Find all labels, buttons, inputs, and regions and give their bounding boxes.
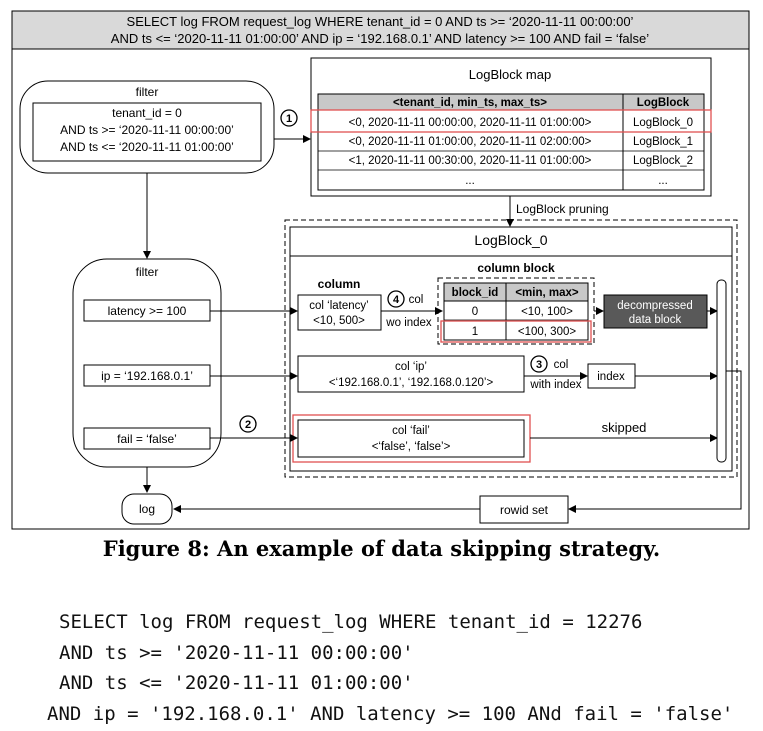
col-latency-range: <10, 500> bbox=[313, 315, 365, 327]
with-index-col: col bbox=[554, 359, 569, 371]
with-index-label: with index bbox=[529, 379, 581, 391]
column-block-label: column block bbox=[477, 261, 555, 275]
query-line-1: SELECT log FROM request_log WHERE tenant… bbox=[127, 14, 634, 29]
column-block-header bbox=[443, 282, 589, 302]
col-ip-range: <‘192.168.0.1’, ‘192.168.0.120’> bbox=[329, 377, 494, 389]
col-latency-box bbox=[297, 294, 382, 331]
wo-index-col: col bbox=[409, 294, 424, 306]
log-box bbox=[121, 493, 173, 525]
marker-3-label: 3 bbox=[536, 359, 542, 371]
marker-1 bbox=[280, 109, 298, 127]
map-row-1-key: <0, 2020-11-11 00:00:00, 2020-11-11 01:0… bbox=[349, 117, 592, 129]
minmax-header: <min, max> bbox=[515, 287, 579, 299]
index-label: index bbox=[597, 371, 625, 383]
merge-bar bbox=[716, 279, 727, 463]
map-row-4-block: ... bbox=[658, 175, 668, 187]
filter-top-line-2: AND ts >= ‘2020-11-11 00:00:00’ bbox=[60, 123, 234, 137]
logblock-map-title: LogBlock map bbox=[469, 67, 551, 82]
col-fail-name: col ‘fail’ bbox=[392, 425, 430, 437]
figure-caption: Figure 8: An example of data skipping st… bbox=[102, 536, 661, 561]
data-skipping-diagram: SELECT log FROM request_log WHERE tenant… bbox=[11, 10, 750, 530]
col-ip-box bbox=[297, 355, 525, 393]
map-header-logblock: LogBlock bbox=[637, 97, 690, 109]
sql-line-4: AND ip = '192.168.0.1' AND latency >= 10… bbox=[47, 703, 734, 725]
filter-top-conditions bbox=[32, 102, 262, 162]
decompressed-line-1: decompressed bbox=[617, 300, 692, 312]
filter-fail: fail = ‘false’ bbox=[117, 432, 177, 446]
map-row-3-key: <1, 2020-11-11 00:30:00, 2020-11-11 01:0… bbox=[349, 155, 592, 167]
filter-top-line-3: AND ts <= ‘2020-11-11 01:00:00’ bbox=[60, 140, 234, 154]
marker-1-label: 1 bbox=[286, 113, 292, 125]
filter-bottom-title: filter bbox=[136, 265, 159, 279]
block-1-id: 1 bbox=[472, 326, 478, 338]
block-1-highlight bbox=[440, 320, 592, 343]
col-fail-range: <‘false’, ‘false’> bbox=[372, 441, 451, 453]
map-row-1-block: LogBlock_0 bbox=[633, 117, 693, 129]
filter-ip: ip = ‘192.168.0.1’ bbox=[101, 369, 193, 383]
filter-top-line-1: tenant_id = 0 bbox=[112, 106, 182, 120]
sql-line-1: SELECT log FROM request_log WHERE tenant… bbox=[59, 611, 643, 633]
block-1-range: <100, 300> bbox=[518, 326, 576, 338]
pruning-label: LogBlock pruning bbox=[516, 202, 609, 216]
arrow-merge-to-rowid bbox=[568, 370, 742, 513]
rowid-set-box bbox=[479, 495, 569, 524]
query-line-2: AND ts <= ‘2020-11-11 01:00:00’ AND ip =… bbox=[111, 31, 649, 46]
map-header-key: <tenant_id, min_ts, max_ts> bbox=[393, 97, 547, 109]
sql-line-3: AND ts <= '2020-11-11 01:00:00' bbox=[59, 672, 414, 694]
map-row-3-block: LogBlock_2 bbox=[633, 155, 693, 167]
marker-2 bbox=[239, 415, 257, 433]
rowid-set-label: rowid set bbox=[500, 503, 549, 517]
wo-index-label: wo index bbox=[385, 317, 432, 329]
logblock0-title: LogBlock_0 bbox=[474, 232, 547, 248]
map-row-1-highlight bbox=[310, 109, 712, 133]
marker-4 bbox=[387, 290, 405, 308]
marker-4-label: 4 bbox=[393, 294, 400, 306]
filter-top-title: filter bbox=[136, 85, 159, 99]
block-0-id: 0 bbox=[472, 306, 478, 318]
map-row-4-key: ... bbox=[465, 175, 475, 187]
log-label: log bbox=[139, 502, 155, 516]
block-0-range: <10, 100> bbox=[521, 306, 573, 318]
index-box bbox=[587, 363, 636, 389]
filter-latency: latency >= 100 bbox=[108, 304, 187, 318]
col-fail-box bbox=[297, 419, 525, 458]
block-id-header: block_id bbox=[452, 287, 499, 299]
column-label: column bbox=[318, 277, 361, 291]
map-row-2-block: LogBlock_1 bbox=[633, 136, 693, 148]
query-header bbox=[11, 10, 750, 50]
col-ip-name: col ‘ip’ bbox=[395, 361, 427, 373]
marker-2-label: 2 bbox=[245, 419, 251, 431]
decompressed-line-2: data block bbox=[629, 314, 682, 326]
skipped-label: skipped bbox=[602, 420, 647, 435]
sql-line-2: AND ts >= '2020-11-11 00:00:00' bbox=[59, 642, 414, 664]
col-latency-name: col ‘latency’ bbox=[309, 300, 368, 312]
logblock0-dashed bbox=[284, 219, 738, 478]
map-row-2-key: <0, 2020-11-11 01:00:00, 2020-11-11 02:0… bbox=[349, 136, 592, 148]
marker-3 bbox=[530, 355, 548, 373]
